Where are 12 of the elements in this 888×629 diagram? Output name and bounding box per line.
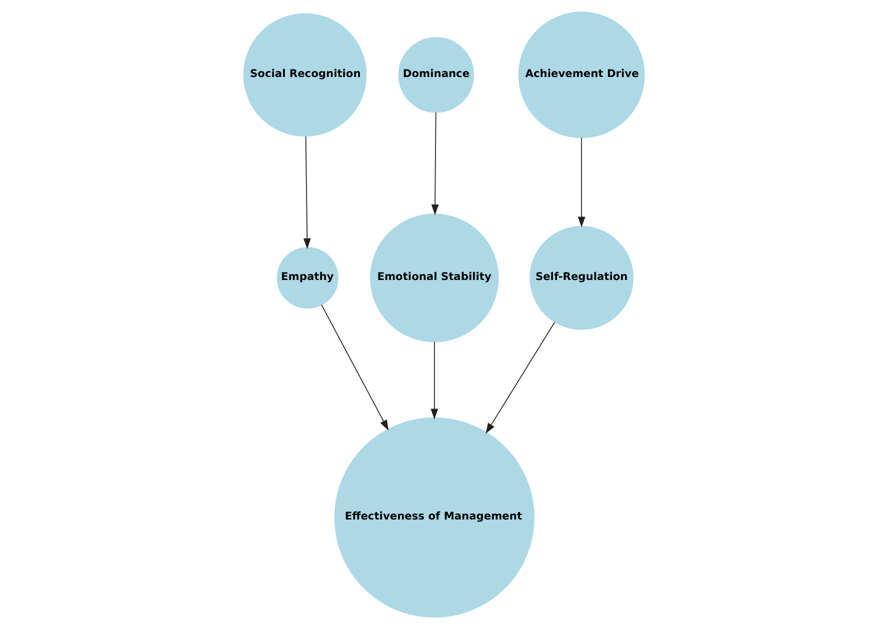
node-circle: Empathy [276, 247, 338, 309]
arrow [430, 341, 438, 420]
node-circle: Social Recognition [243, 13, 367, 137]
node-circle: Emotional Stability [370, 214, 499, 342]
arrow [578, 137, 586, 228]
node-circle: Dominance [398, 37, 474, 113]
node-circle: Self-Regulation [530, 226, 634, 330]
arrow [431, 112, 439, 216]
arrow [486, 322, 556, 434]
arrow [303, 136, 311, 249]
arrow [321, 304, 389, 431]
node-circle: Achievement Drive [518, 12, 645, 138]
